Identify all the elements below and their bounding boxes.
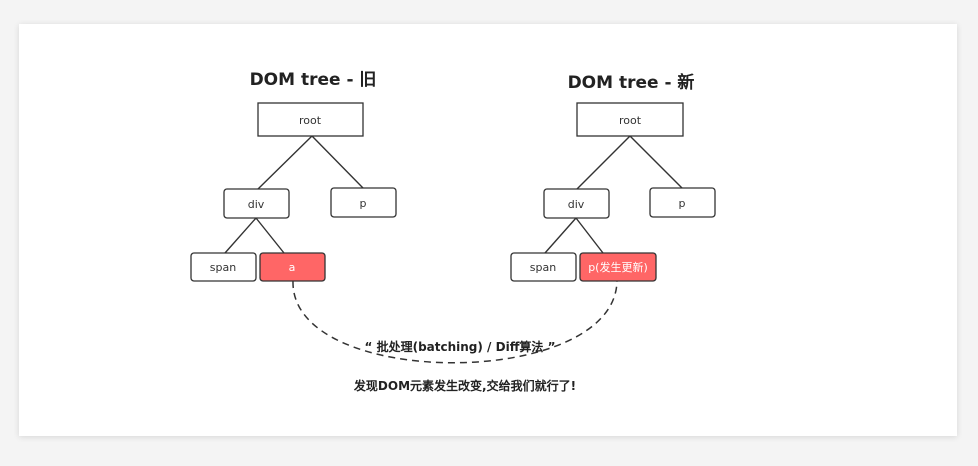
new-node-span: span (510, 252, 577, 282)
old-tree: DOM tree - 旧 root div p span a (190, 70, 397, 282)
old-node-div: div (223, 188, 290, 219)
new-edge-root-p (629, 135, 683, 189)
old-node-p: p (330, 187, 397, 218)
old-tree-title: DOM tree - 旧 (250, 70, 377, 90)
old-node-a: a (259, 252, 326, 282)
new-node-div: div (543, 188, 610, 219)
old-edge-root-div (257, 135, 313, 190)
diff-arc (292, 280, 618, 364)
old-node-span: span (190, 252, 257, 282)
old-node-root: root (257, 102, 364, 137)
new-node-p: p (649, 187, 716, 218)
arc-label: “ 批处理(batching) / Diff算法 ” (365, 339, 556, 354)
new-tree-title: DOM tree - 新 (568, 72, 695, 93)
new-node-root-label: root (619, 114, 642, 127)
new-node-div-label: div (568, 198, 585, 211)
bottom-caption: 发现DOM元素发生改变,交给我们就行了! (353, 378, 576, 393)
old-node-p-label: p (360, 197, 367, 210)
old-node-a-label: a (289, 261, 296, 274)
old-edge-div-span (224, 217, 257, 254)
old-node-root-label: root (299, 114, 322, 127)
new-node-p-label: p (679, 197, 686, 210)
new-node-updated-label: p(发生更新) (588, 260, 648, 274)
new-tree: DOM tree - 新 root div p span p(发生更新) (510, 72, 716, 282)
new-node-span-label: span (530, 261, 556, 274)
new-node-root: root (576, 102, 684, 137)
old-node-span-label: span (210, 261, 236, 274)
old-node-div-label: div (248, 198, 265, 211)
new-edge-div-span (544, 217, 577, 254)
new-node-updated: p(发生更新) (579, 252, 657, 282)
diagram-card (19, 24, 957, 436)
old-edge-div-a (255, 217, 285, 254)
new-edge-root-div (576, 135, 631, 190)
new-edge-div-updated (575, 217, 604, 254)
old-edge-root-p (311, 135, 364, 189)
